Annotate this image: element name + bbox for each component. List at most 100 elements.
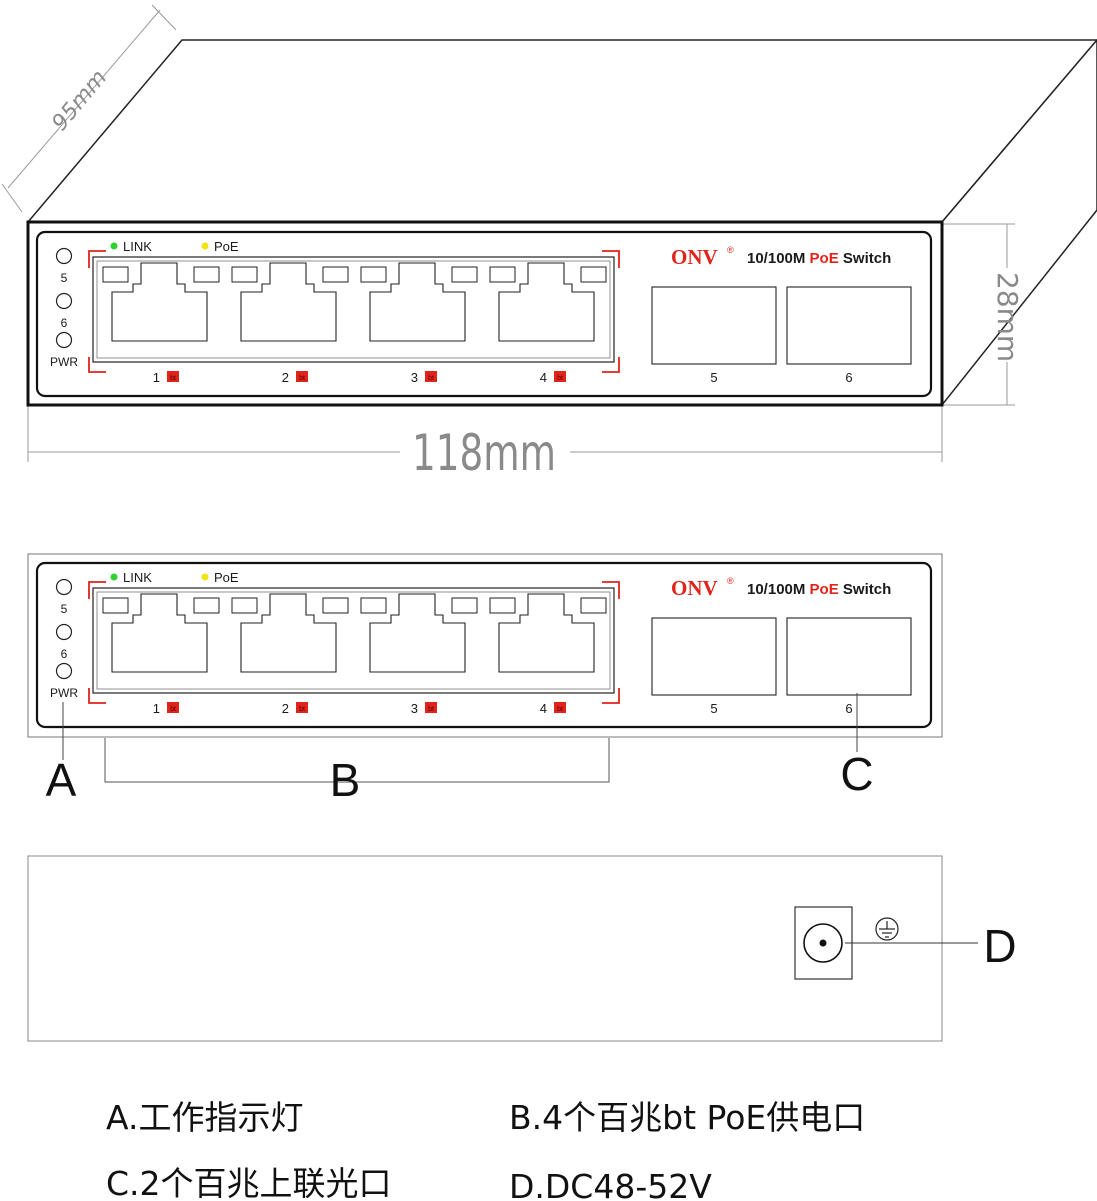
rj45-port-4[interactable] [489, 593, 607, 673]
rj45-port-label: 4 [540, 370, 547, 385]
port-group-corner [602, 250, 620, 268]
port-led-window [193, 266, 220, 283]
rj45-port-4[interactable] [489, 262, 607, 342]
height-dimension [942, 223, 1015, 406]
status-led-5 [55, 578, 73, 596]
port-led-window [322, 266, 349, 283]
depth-dimension [1, 4, 177, 213]
link-legend-label: LINK [123, 570, 152, 585]
poe-legend-label: PoE [214, 570, 239, 585]
model-name: 10/100M PoE Switch [747, 250, 891, 267]
port-led-window [580, 597, 607, 614]
sfp-port-6[interactable] [786, 617, 912, 696]
legend-d: D.DC48-52V [509, 1167, 712, 1201]
registered-mark: ® [727, 245, 734, 255]
rj45-port-label: 2 [282, 701, 289, 716]
port-led-window [489, 597, 516, 614]
link-legend-label: LINK [123, 239, 152, 254]
rj45-socket-icon [498, 593, 595, 673]
rj45-port-1[interactable] [102, 262, 220, 342]
width-dimension [27, 405, 943, 462]
port-led-window [102, 597, 129, 614]
status-led-label: PWR [50, 686, 78, 700]
rear-view: D [27, 855, 1017, 1042]
poe-bt-badge-label: bt [299, 375, 305, 382]
port-group-corner [602, 688, 620, 704]
callout-a: A [46, 754, 77, 806]
rj45-port-label: 3 [411, 370, 418, 385]
height-dimension-label: 28mm [991, 272, 1024, 362]
poe-bt-badge [296, 371, 308, 382]
depth-dimension-label: 95mm [47, 66, 112, 136]
port-led-window [451, 597, 478, 614]
poe-bt-badge [296, 702, 308, 713]
port-group-corner [88, 688, 106, 704]
sfp-port-label: 5 [710, 370, 717, 385]
rj45-socket-icon [111, 262, 208, 342]
port-led-window [489, 266, 516, 283]
link-led-icon [110, 242, 118, 250]
port-led-window [451, 266, 478, 283]
poe-bt-badge-label: bt [299, 706, 305, 713]
status-led-5 [55, 247, 73, 265]
port-led-window [231, 266, 258, 283]
status-led-label: 6 [61, 316, 68, 330]
rj45-socket-icon [240, 262, 337, 342]
rj45-socket-icon [369, 593, 466, 673]
rj45-port-label: 1 [153, 701, 160, 716]
rj45-block-inner [96, 260, 611, 359]
status-led-label: 6 [61, 647, 68, 661]
sfp-port-6[interactable] [786, 286, 912, 365]
status-led-label: PWR [50, 355, 78, 369]
callout-b: B [330, 754, 361, 806]
width-dimension-label: 118mm [412, 424, 556, 482]
port-group-corner [88, 357, 106, 373]
rj45-socket-icon [240, 593, 337, 673]
poe-bt-badge [425, 371, 437, 382]
callout-d: D [983, 920, 1016, 972]
port-led-window [231, 597, 258, 614]
rj45-port-3[interactable] [360, 262, 478, 342]
rj45-port-3[interactable] [360, 593, 478, 673]
brand-logo: ONV [671, 245, 718, 269]
rj45-socket-icon [498, 262, 595, 342]
port-led-window [580, 266, 607, 283]
sfp-port-label: 6 [845, 701, 852, 716]
sfp-port-5[interactable] [651, 286, 777, 365]
legend-b: B.4个百兆bt PoE供电口 [509, 1098, 865, 1137]
legend-c: C.2个百兆上联光口 [106, 1164, 392, 1201]
dc-power-jack-icon [803, 923, 843, 963]
status-led-label: 5 [61, 271, 68, 285]
status-led-6 [55, 623, 73, 641]
status-led-pwr [55, 662, 73, 680]
status-led-pwr [55, 331, 73, 349]
poe-bt-badge-label: bt [428, 375, 434, 382]
port-group-corner [602, 581, 620, 599]
port-led-window [360, 266, 387, 283]
ground-symbol-icon [875, 917, 899, 941]
poe-bt-badge-label: bt [557, 375, 563, 382]
port-led-window [102, 266, 129, 283]
port-led-window [193, 597, 220, 614]
brand-logo: ONV [671, 576, 718, 600]
rj45-block-inner [96, 591, 611, 690]
poe-led-icon [201, 242, 209, 250]
legend-a: A.工作指示灯 [106, 1098, 303, 1137]
sfp-port-5[interactable] [651, 617, 777, 696]
callout-c: C [840, 748, 873, 800]
sfp-port-label: 6 [845, 370, 852, 385]
rj45-port-1[interactable] [102, 593, 220, 673]
port-group-corner [88, 581, 106, 599]
rj45-port-2[interactable] [231, 593, 349, 673]
model-name: 10/100M PoE Switch [747, 581, 891, 598]
rj45-socket-icon [369, 262, 466, 342]
poe-bt-badge [554, 371, 566, 382]
poe-bt-badge [167, 371, 179, 382]
status-led-6 [55, 292, 73, 310]
poe-bt-badge-label: bt [428, 706, 434, 713]
rj45-port-label: 4 [540, 701, 547, 716]
rear-panel [27, 855, 943, 1042]
rj45-port-2[interactable] [231, 262, 349, 342]
